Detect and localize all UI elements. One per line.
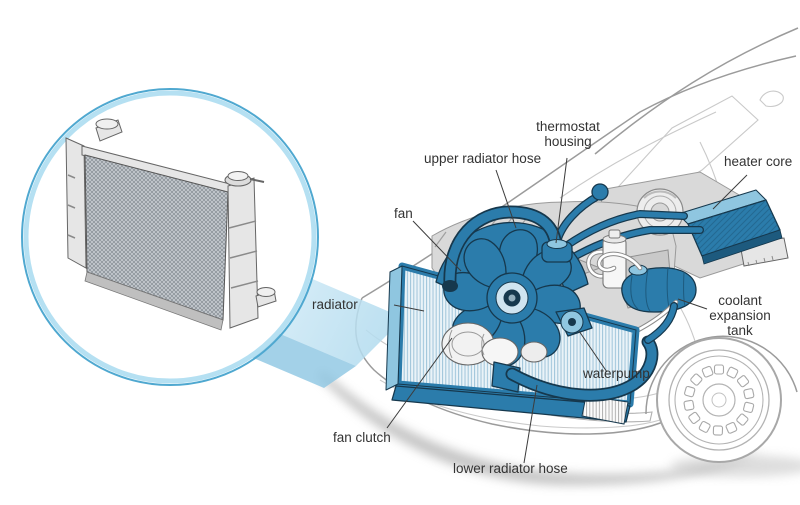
label-thermostat-housing: thermostat housing (536, 119, 600, 150)
label-radiator: radiator (312, 297, 358, 312)
label-waterpump: waterpump (583, 366, 650, 381)
coolant-expansion-tank-part (621, 264, 697, 313)
label-fan-clutch: fan clutch (333, 430, 391, 445)
label-heater-core: heater core (724, 154, 793, 169)
front-wheel (645, 335, 798, 463)
upper-radiator-hose-part (442, 205, 563, 292)
thermostat-housing-part (541, 239, 573, 263)
lower-radiator-hose-part (505, 302, 678, 402)
waterpump-part (555, 307, 593, 337)
wheel-spoke-holes (683, 364, 755, 436)
receiver-drier (586, 229, 627, 289)
leader-lines (386, 157, 748, 464)
inset-radiator (65, 118, 277, 331)
heater-core-part (677, 189, 783, 265)
label-fan: fan (394, 206, 413, 221)
label-lower-radiator-hose: lower radiator hose (453, 461, 568, 476)
label-upper-radiator-hose: upper radiator hose (424, 151, 542, 166)
label-coolant-expansion-tank: coolant expansion tank (709, 293, 771, 339)
fan-clutch-part (441, 322, 548, 367)
